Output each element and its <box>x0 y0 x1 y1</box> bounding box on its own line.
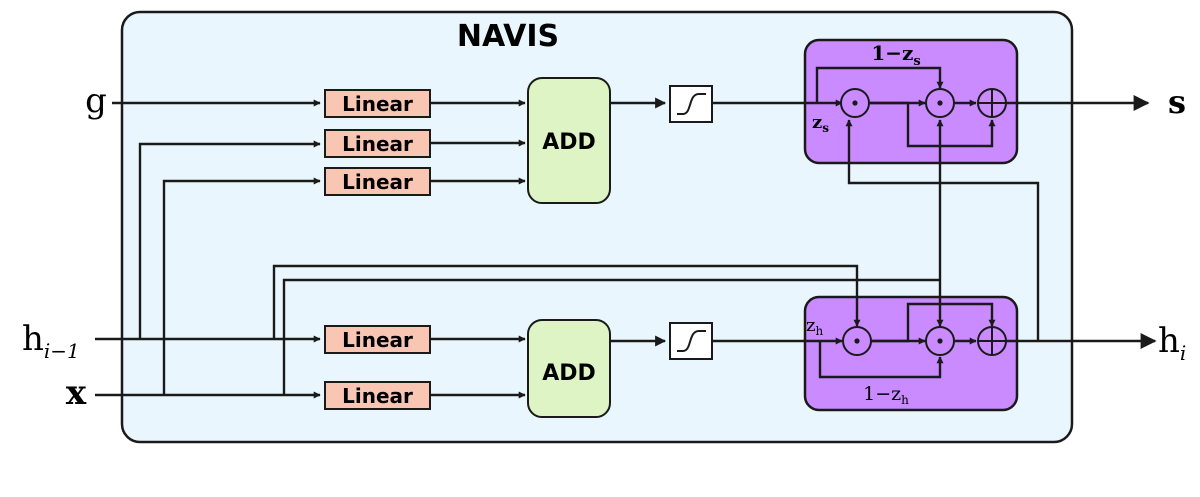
label-zh: zh <box>806 315 823 338</box>
wire-feedback <box>845 119 1040 341</box>
sigmoid-curve-icon <box>677 93 706 115</box>
multiply-dot <box>937 100 943 106</box>
multiply-dot <box>852 100 858 106</box>
linear-block-1 <box>324 89 431 118</box>
linear-label-4: Linear <box>342 328 413 352</box>
linear-label-2: Linear <box>342 132 413 156</box>
multiply-dot <box>937 338 943 344</box>
wire-h-prev-to-linear-2 <box>138 140 321 339</box>
add-label-top: ADD <box>542 130 596 155</box>
wire-h-prev-to-gate-bottom <box>272 264 861 339</box>
wire-zh-branch <box>818 341 944 379</box>
linear-label-1: Linear <box>342 92 413 116</box>
input-x-label: x <box>66 373 87 413</box>
wire-mult1-to-add-bottom <box>871 302 996 343</box>
linear-label-5: Linear <box>342 384 413 408</box>
linear-block-3 <box>324 167 431 196</box>
sigmoid-curve-icon <box>677 330 706 352</box>
add-block-top <box>527 77 611 204</box>
wire-x-to-linear-3 <box>162 177 321 395</box>
gate-box-top <box>803 38 1019 165</box>
output-h-label: hi <box>1158 321 1186 365</box>
linear-block-2 <box>324 129 431 158</box>
label-one-minus-zs: 1−zs <box>871 41 920 69</box>
add-label-bottom: ADD <box>542 361 596 386</box>
linear-label-3: Linear <box>342 170 413 194</box>
linear-block-5 <box>324 381 431 410</box>
wire-mult1-to-add-top <box>869 101 996 148</box>
linear-block-4 <box>324 325 431 354</box>
multiply-dot <box>854 338 860 344</box>
input-g-label: g <box>85 81 107 121</box>
label-zs: zs <box>812 112 829 135</box>
label-one-minus-zh: 1−zh <box>863 383 909 407</box>
input-h-prev-label: hi−1 <box>22 319 80 363</box>
output-s-label: s <box>1168 83 1186 121</box>
diagram-title: NAVIS <box>457 19 559 54</box>
wire-zs-branch <box>815 66 944 103</box>
add-block-bottom <box>527 319 611 418</box>
wire-x-to-gate-bottom <box>282 278 940 395</box>
